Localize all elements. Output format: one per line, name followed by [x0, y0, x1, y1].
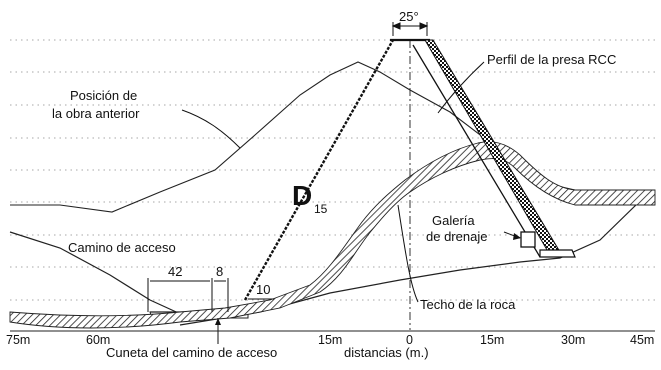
- gallery-label-line1: Galería: [432, 213, 475, 228]
- previous-work-label-line1: Posición de: [70, 88, 137, 103]
- axis-tick-75m: 75m: [6, 333, 30, 347]
- ditch-leader-arrow: [215, 318, 221, 325]
- axis-tick-15m-right: 15m: [480, 333, 504, 347]
- axis-tick-15m-left: 15m: [318, 333, 342, 347]
- gallery-label-line2: de drenaje: [426, 229, 487, 244]
- dimension-8: 8: [216, 264, 223, 279]
- ditch-label: Cuneta del camino de acceso: [106, 345, 277, 360]
- dimension-10: 10: [256, 282, 270, 297]
- axis-tick-60m: 60m: [86, 333, 110, 347]
- dimension-42: 42: [168, 264, 182, 279]
- crest-angle-label: 25°: [399, 9, 419, 24]
- crest-angle-dimension: [391, 22, 429, 36]
- previous-work-leader: [181, 109, 241, 149]
- drainage-gallery: [520, 231, 536, 248]
- rock-roof-line: [179, 196, 656, 326]
- axis-tick-30m: 30m: [561, 333, 585, 347]
- axis-title: distancias (m.): [344, 345, 429, 360]
- access-road-label: Camino de acceso: [68, 240, 176, 255]
- slope-label-letter: D: [292, 180, 312, 211]
- dam-downstream-inner: [412, 44, 541, 258]
- axis-tick-45m: 45m: [630, 333, 654, 347]
- gallery-leader-arrow: [513, 233, 521, 240]
- ground-line-left: [9, 231, 186, 317]
- dam-upstream-face: [243, 39, 395, 301]
- dam-toe: [539, 249, 576, 258]
- rock-roof-leader: [397, 204, 419, 303]
- axis-tick-0: 0: [406, 333, 413, 347]
- previous-work-label-line2: la obra anterior: [52, 106, 140, 121]
- rock-layer-band: [9, 141, 656, 329]
- slope-label-subscript: 15: [314, 202, 328, 216]
- dotted-grid: [10, 39, 655, 301]
- dam-profile-label: Perfil de la presa RCC: [487, 52, 616, 67]
- road-dimensions: [147, 278, 229, 312]
- dam-profile-leader: [437, 61, 485, 114]
- rock-roof-label: Techo de la roca: [420, 297, 516, 312]
